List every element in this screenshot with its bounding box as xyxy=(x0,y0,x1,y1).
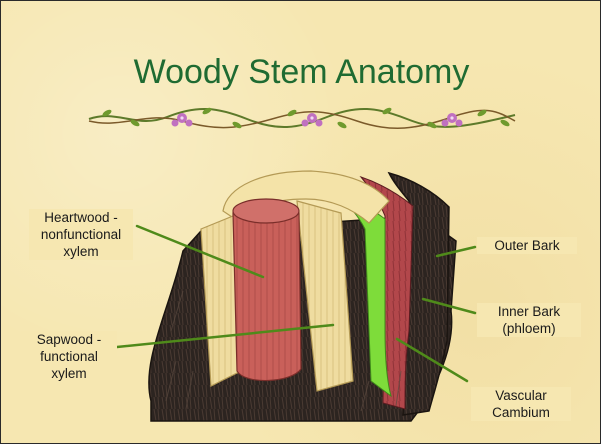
label-inner-bark: Inner Bark (phloem) xyxy=(477,303,581,337)
heartwood-top xyxy=(233,199,299,223)
label-vascular-cambium: Vascular Cambium xyxy=(471,387,571,421)
label-sapwood: Sapwood - functional xylem xyxy=(21,331,117,382)
label-outer-bark: Outer Bark xyxy=(477,237,577,254)
heartwood-cylinder xyxy=(233,201,301,381)
label-heartwood: Heartwood - nonfunctional xylem xyxy=(29,209,133,260)
